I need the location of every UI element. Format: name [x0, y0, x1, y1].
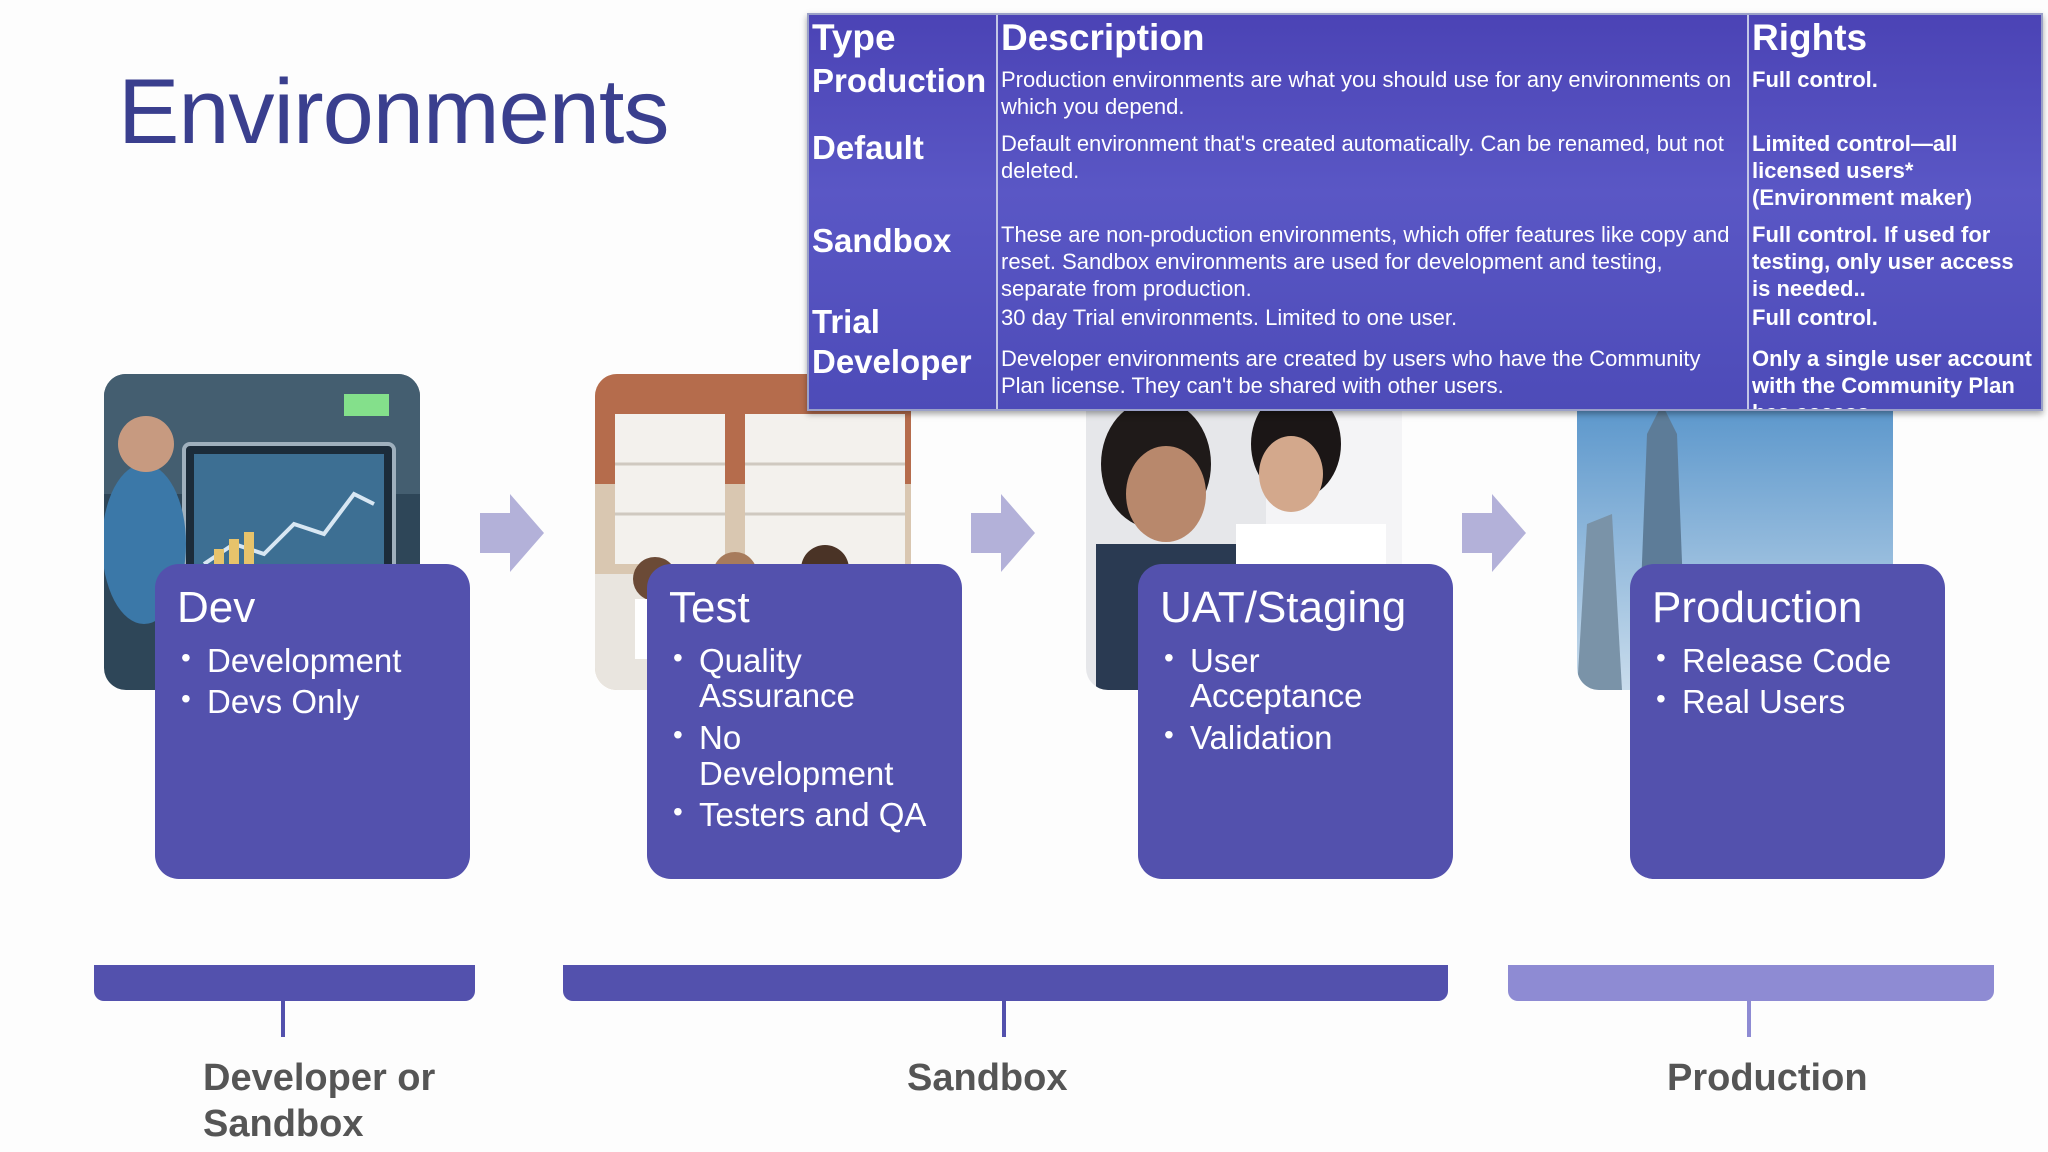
page-title: Environments	[118, 61, 669, 163]
table-row: Production Production environments are w…	[809, 61, 2041, 120]
env-description: Developer environments are created by us…	[997, 342, 1749, 409]
bracket-sandbox	[563, 965, 1448, 1037]
table-row: Trial 30 day Trial environments. Limited…	[809, 302, 2041, 342]
env-rights: Only a single user account with the Comm…	[1752, 346, 2032, 409]
column-header-description: Description	[997, 15, 1749, 61]
group-label: Sandbox	[907, 1057, 1068, 1099]
table-row: Developer Developer environments are cre…	[809, 342, 2041, 409]
column-header-type: Type	[809, 15, 998, 61]
env-type: Trial	[809, 302, 998, 342]
table-row: Sandbox These are non-production environ…	[809, 211, 2041, 302]
stage-title: UAT/Staging	[1160, 583, 1407, 632]
env-type: Production	[809, 61, 998, 120]
arrow-right-icon	[1462, 494, 1526, 572]
stage-bullet: Quality Assurance	[669, 642, 940, 714]
stage-title: Test	[669, 583, 750, 632]
stage-card-test: Test Quality Assurance No Development Te…	[647, 564, 962, 879]
env-description: Production environments are what you sho…	[997, 61, 1749, 120]
env-rights: Limited control—all licensed users* (Env…	[1752, 131, 1973, 210]
table-row: Default Default environment that's creat…	[809, 120, 2041, 211]
stage-card-dev: Dev Development Devs Only	[155, 564, 470, 879]
env-type: Developer	[809, 342, 998, 409]
arrow-right-icon	[480, 494, 544, 572]
group-label: Production	[1667, 1057, 1868, 1099]
env-rights: Full control. If used for testing, only …	[1752, 222, 2014, 301]
stage-bullet: No Development	[669, 720, 940, 791]
env-description: These are non-production environments, w…	[997, 211, 1749, 302]
arrow-right-icon	[971, 494, 1035, 572]
env-description: 30 day Trial environments. Limited to on…	[997, 302, 1749, 342]
stage-bullet: Release Code	[1652, 643, 1923, 679]
stage-title: Dev	[177, 583, 256, 632]
stage-bullet: Validation	[1160, 720, 1431, 756]
bracket-developer-sandbox	[94, 965, 475, 1037]
developer-photo	[104, 374, 420, 690]
env-rights: Full control.	[1752, 305, 1878, 330]
stage-bullet: Testers and QA	[669, 797, 940, 833]
stage-bullet: Development	[177, 643, 448, 679]
env-type: Default	[809, 120, 998, 211]
environment-types-table: Type Description Rights Production Produ…	[807, 13, 2043, 411]
bracket-production	[1508, 965, 1994, 1037]
stage-card-uat: UAT/Staging User Acceptance Validation	[1138, 564, 1453, 879]
column-header-rights: Rights	[1752, 17, 1868, 58]
stage-bullet: User Acceptance	[1160, 642, 1431, 714]
env-rights: Full control.	[1752, 67, 1878, 92]
stage-card-production: Production Release Code Real Users	[1630, 564, 1945, 879]
stage-title: Production	[1652, 583, 1863, 632]
env-description: Default environment that's created autom…	[997, 120, 1749, 211]
stage-bullet: Devs Only	[177, 684, 448, 720]
stage-bullet: Real Users	[1652, 684, 1923, 720]
group-label: Developer or Sandbox	[203, 1057, 436, 1146]
env-type: Sandbox	[809, 211, 998, 302]
